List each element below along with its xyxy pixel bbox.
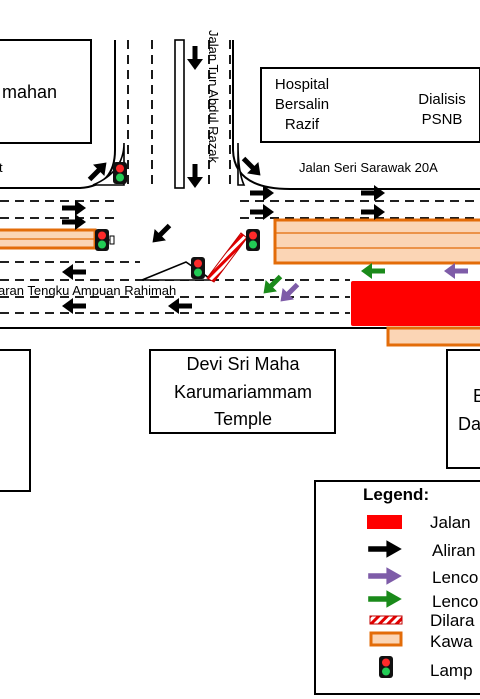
legend-green-arrow (368, 590, 402, 608)
building-top-left-label: mahan (2, 82, 57, 102)
congested-road-red (351, 281, 480, 326)
median-strip (174, 39, 185, 189)
legend-label-6: Lamp (430, 661, 473, 680)
building-bottom-right (446, 349, 480, 469)
building-temple (149, 349, 336, 434)
traffic-lights (95, 162, 260, 279)
legend-traffic-light (379, 656, 393, 678)
hospital-label-1: Hospital (275, 76, 329, 93)
diversion-arrows (263, 263, 468, 302)
hospital-label-3: Razif (285, 116, 320, 133)
legend-orange-swatch (369, 631, 403, 647)
temple-label-1: Devi Sri Maha (186, 354, 300, 374)
parking-zone-bottom-right (386, 326, 480, 347)
legend-label-0: Jalan (430, 513, 471, 532)
building-top-left (0, 39, 92, 144)
legend-label-3: Lenco (432, 592, 478, 611)
pedestrian-crossing (206, 232, 248, 283)
legend-label-2: Lenco (432, 568, 478, 587)
building-hospital (260, 67, 480, 143)
hospital-label-2: Bersalin (275, 96, 329, 113)
legend-label-4: Dilara (430, 611, 475, 630)
left-stub-label: t (0, 160, 3, 175)
legend-red-swatch (367, 515, 402, 529)
bottom-right-label-1: B (473, 386, 480, 406)
legend-hatched-swatch (369, 615, 403, 625)
building-bottom-left (0, 349, 31, 492)
legend-purple-arrow (368, 567, 402, 585)
dialisis-label-2: PSNB (422, 111, 463, 128)
temple-label-2: Karumariammam (174, 382, 312, 402)
road-label-tun-abdul-razak: Jalan Tun Abdul Razak (206, 30, 221, 163)
lane-markings (0, 40, 480, 314)
dialisis-label-1: Dialisis (418, 91, 466, 108)
parking-zone-right (273, 218, 480, 265)
bottom-right-label-2: Da (458, 414, 480, 434)
legend-label-5: Kawa (430, 632, 473, 651)
curb-island-right (237, 142, 246, 186)
road-label-tengku-ampuan: aran Tengku Ampuan Rahimah (0, 283, 176, 298)
legend-label-1: Aliran (432, 541, 475, 560)
temple-label-3: Temple (214, 409, 272, 429)
legend-title: Legend: (363, 485, 429, 504)
road-label-seri-sarawak: Jalan Seri Sarawak 20A (299, 160, 438, 175)
